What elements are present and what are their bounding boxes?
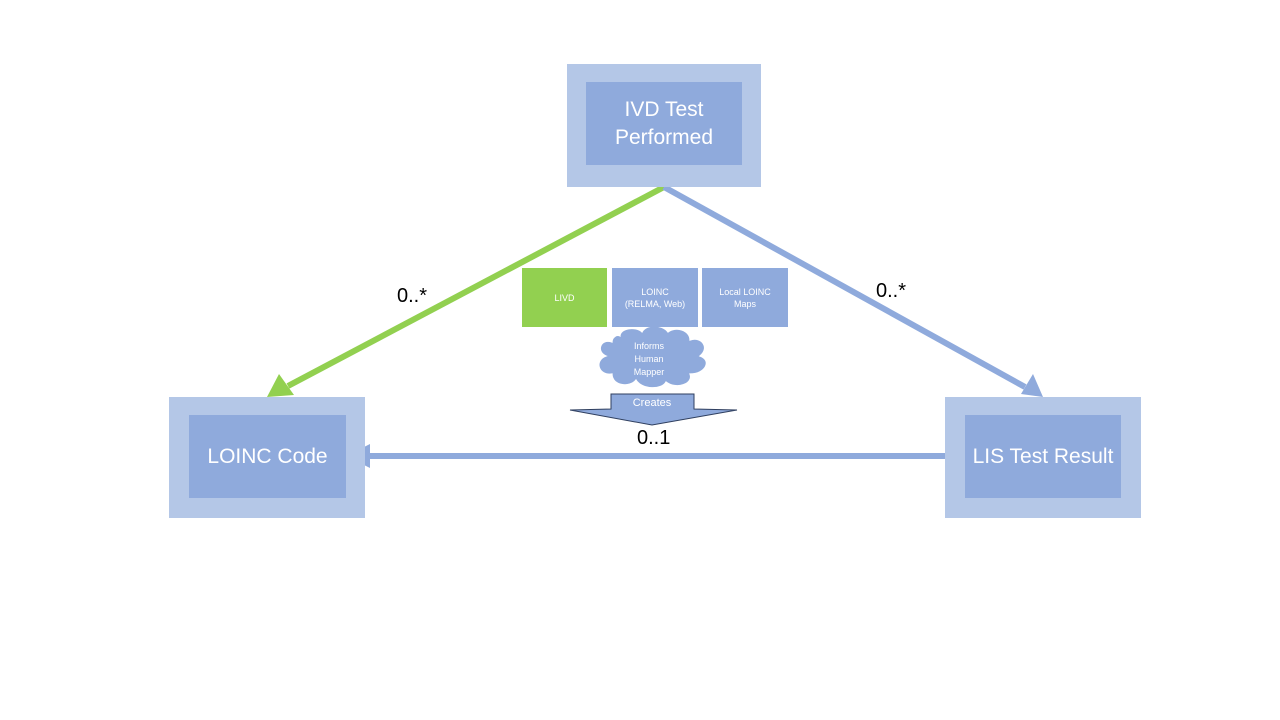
node-lis-test-result: LIS Test Result xyxy=(945,397,1141,518)
creates-label: Creates xyxy=(632,397,672,409)
source-loinc-relma-web: LOINC (RELMA, Web) xyxy=(612,268,698,327)
multiplicity-ivd-loinc: 0..* xyxy=(397,285,428,307)
arrowhead-lis xyxy=(1021,374,1043,397)
cloud-shape xyxy=(598,325,707,389)
arrowhead-loinc xyxy=(267,374,294,397)
cloud-informs-human-mapper: Informs Human Mapper xyxy=(633,341,665,377)
edge-ivd-to-loinc xyxy=(286,184,666,389)
multiplicity-lis-loinc: 0..1 xyxy=(637,427,671,449)
node-ivd-test-performed: IVD Test Performed xyxy=(567,64,761,187)
node-loinc-label: LOINC Code xyxy=(189,415,346,498)
node-lis-label: LIS Test Result xyxy=(965,415,1121,498)
node-ivd-label: IVD Test Performed xyxy=(586,82,742,165)
source-local-loinc-maps: Local LOINC Maps xyxy=(702,268,788,327)
multiplicity-ivd-lis: 0..* xyxy=(876,280,907,302)
source-livd: LIVD xyxy=(522,268,607,327)
edge-ivd-to-lis xyxy=(662,184,1027,390)
creates-arrow-shape xyxy=(569,393,738,426)
node-loinc-code: LOINC Code xyxy=(169,397,365,518)
